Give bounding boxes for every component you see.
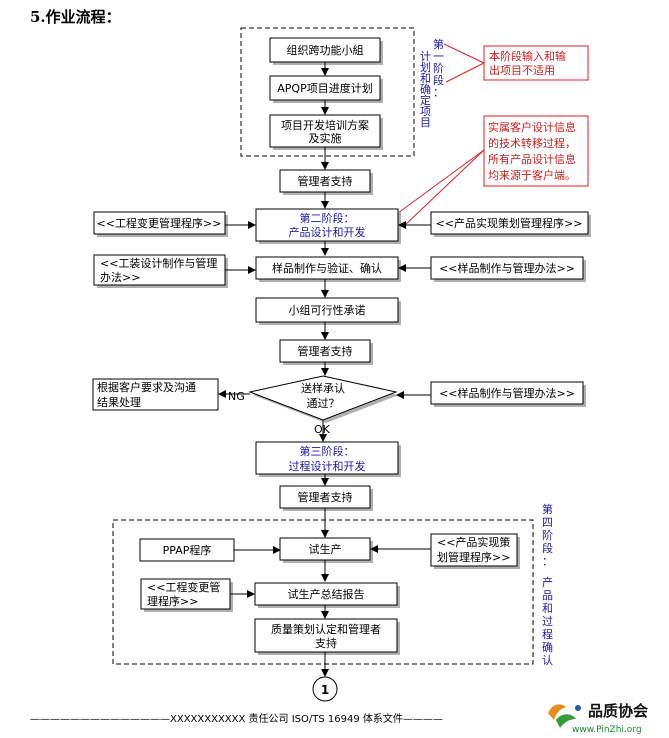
- svg-text:产: 产: [542, 575, 553, 589]
- stage1-frame: [240, 27, 415, 157]
- training-box: [269, 114, 381, 148]
- svg-text:产品设计和开发: 产品设计和开发: [289, 225, 366, 239]
- svg-text:确: 确: [420, 83, 431, 96]
- svg-text:段: 段: [542, 541, 553, 555]
- svg-text:试生产总结报告: 试生产总结报告: [288, 587, 365, 601]
- svg-text:和: 和: [420, 72, 431, 85]
- svg-text:品: 品: [542, 589, 553, 602]
- stage4-frame: [112, 519, 534, 665]
- svg-text:第: 第: [542, 502, 553, 516]
- stage2-box: [255, 208, 399, 242]
- sample-mgmt-box-2: [430, 381, 584, 405]
- svg-text:项: 项: [420, 105, 431, 118]
- svg-text:<<产品实现策划管理程序>>: <<产品实现策划管理程序>>: [436, 216, 583, 230]
- svg-text:：: ：: [433, 86, 444, 99]
- product-plan-box: [430, 211, 589, 235]
- apqp-plan-box: [269, 75, 381, 101]
- svg-text:<<工程变更管: <<工程变更管: [147, 580, 220, 594]
- svg-text:划: 划: [420, 61, 431, 74]
- cross-team-label: 组织跨功能小組: [287, 43, 364, 57]
- footer-text: ——————————————XXXXXXXXXXX 责任公司 ISO/TS 16…: [30, 712, 443, 725]
- svg-text:定: 定: [420, 93, 431, 107]
- svg-text:一: 一: [433, 50, 444, 63]
- logo: 品质协会 www.PinZhi.org: [548, 702, 648, 735]
- svg-text:支持: 支持: [315, 636, 337, 650]
- svg-text:<<工装设计制作与管理: <<工装设计制作与管理: [100, 256, 217, 270]
- svg-text:第三阶段：: 第三阶段：: [300, 444, 355, 458]
- feasibility-box: [255, 297, 399, 323]
- svg-text:确: 确: [542, 641, 553, 654]
- page-title: 5.作业流程：: [30, 8, 121, 26]
- svg-text:<<产品实现策: <<产品实现策: [437, 535, 510, 549]
- ng-label: NG: [228, 390, 245, 403]
- svg-text:管理者支持: 管理者支持: [298, 490, 353, 504]
- svg-text:阶: 阶: [542, 528, 553, 542]
- svg-text:计: 计: [420, 50, 431, 63]
- svg-text:段: 段: [433, 73, 444, 87]
- stage3-box: [255, 441, 399, 475]
- svg-text:结果处理: 结果处理: [97, 396, 141, 409]
- svg-text:出项目不适用: 出项目不适用: [489, 63, 555, 77]
- stage4-label: 第 四 阶 段 ： 产 品 和 过 程 确 认: [542, 502, 553, 667]
- svg-text:：: ：: [542, 555, 553, 568]
- svg-text:的技术转移过程，: 的技术转移过程，: [488, 136, 576, 150]
- svg-text:过程设计和开发: 过程设计和开发: [289, 459, 366, 473]
- svg-text:程: 程: [542, 628, 553, 641]
- svg-text:认: 认: [542, 654, 553, 667]
- svg-text:试生产: 试生产: [309, 542, 342, 556]
- svg-text:和: 和: [542, 602, 553, 615]
- svg-text:四: 四: [542, 516, 553, 529]
- svg-text:品质协会: 品质协会: [588, 702, 648, 720]
- svg-text:阶: 阶: [433, 61, 444, 75]
- svg-text:管理者支持: 管理者支持: [298, 344, 353, 358]
- svg-text:理程序>>: 理程序>>: [147, 594, 198, 608]
- quality-plan-box: [254, 618, 398, 653]
- svg-text:<<样品制作与管理办法>>: <<样品制作与管理办法>>: [439, 386, 575, 400]
- svg-text:1: 1: [321, 683, 329, 697]
- cross-team-box: [269, 37, 381, 63]
- svg-text:www.PinZhi.org: www.PinZhi.org: [572, 725, 642, 735]
- svg-text:<<样品制作与管理办法>>: <<样品制作与管理办法>>: [439, 261, 575, 275]
- stage1-label: 计 划 和 确 定 项 目 第 一 阶 段 ：: [420, 37, 444, 129]
- svg-text:PPAP程序: PPAP程序: [163, 543, 212, 557]
- svg-text:质量策划认定和管理者: 质量策划认定和管理者: [271, 622, 381, 636]
- svg-text:实属客户设计信息: 实属客户设计信息: [488, 120, 576, 134]
- eng-change-box-2: [140, 578, 231, 610]
- note-customer-design: [483, 115, 589, 187]
- page-connector: [312, 676, 338, 702]
- svg-text:第: 第: [433, 37, 444, 51]
- svg-text:通过？: 通过？: [307, 397, 340, 410]
- svg-text:办法>>: 办法>>: [100, 270, 140, 284]
- customer-handle-box: [92, 378, 219, 411]
- svg-text:过: 过: [542, 615, 553, 628]
- apqp-plan-label: APQP项目进度计划: [277, 81, 372, 95]
- tooling-box: [93, 254, 226, 286]
- training-label-1: 项目开发培训方案: [281, 118, 369, 132]
- svg-text:<<工程变更管理程序>>: <<工程变更管理程序>>: [97, 216, 222, 230]
- svg-text:所有产品设计信息: 所有产品设计信息: [488, 152, 576, 166]
- svg-text:送样承认: 送样承认: [301, 381, 345, 395]
- ok-label: OK: [314, 423, 331, 436]
- training-label-2: 及实施: [309, 131, 342, 145]
- svg-text:本阶段输入和输: 本阶段输入和输: [489, 49, 566, 63]
- svg-text:样品制作与验证、确认: 样品制作与验证、确认: [272, 261, 382, 275]
- eng-change-box: [93, 211, 226, 235]
- svg-text:目: 目: [420, 116, 431, 129]
- svg-text:均来源于客户端。: 均来源于客户端。: [488, 168, 576, 182]
- svg-text:根据客户要求及沟通: 根据客户要求及沟通: [97, 380, 196, 394]
- svg-text:小组可行性承诺: 小组可行性承诺: [289, 303, 366, 317]
- svg-text:第二阶段：: 第二阶段：: [300, 211, 355, 225]
- trial-report-box: [254, 582, 398, 606]
- product-plan-box-2: [430, 533, 518, 567]
- svg-text:管理者支持: 管理者支持: [298, 174, 353, 188]
- svg-text:划管理程序>>: 划管理程序>>: [437, 550, 510, 564]
